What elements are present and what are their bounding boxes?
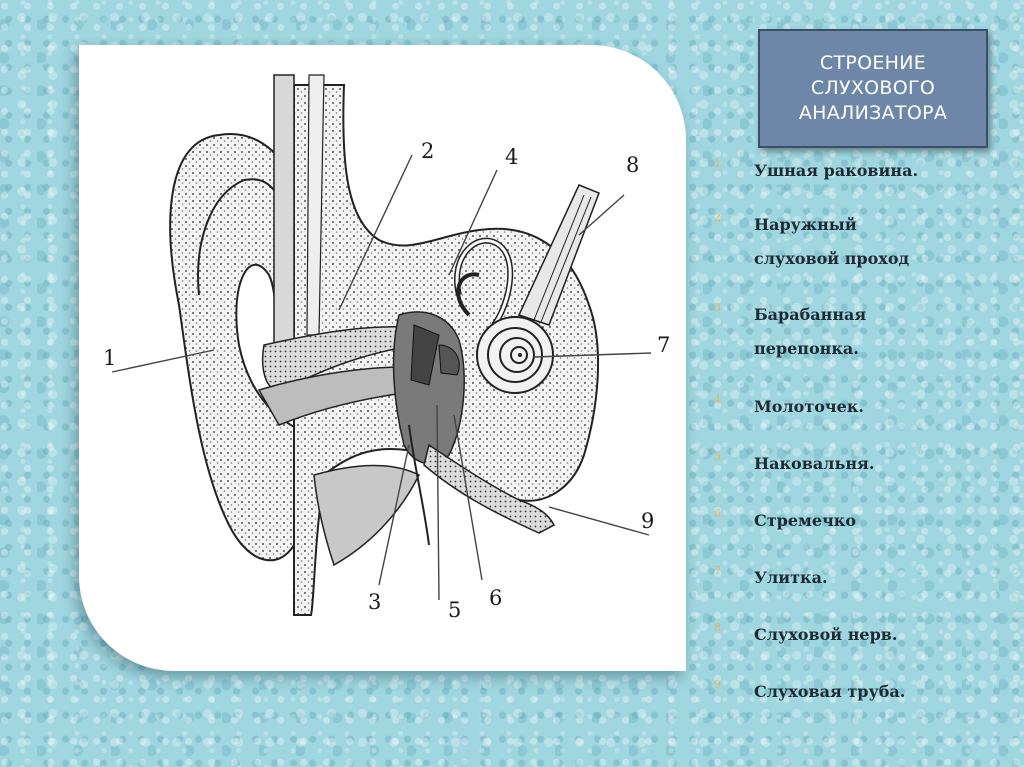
- cochlea: [476, 316, 554, 394]
- legend-number: 6.: [714, 507, 725, 520]
- legend-number: 3.: [714, 301, 725, 314]
- callout-7: 7: [657, 333, 671, 357]
- legend-number: 2.: [714, 211, 725, 224]
- legend-label: Наружный слуховой проход: [754, 215, 910, 268]
- callout-4: 4: [505, 145, 519, 169]
- callout-9: 9: [641, 509, 655, 533]
- callout-5: 5: [448, 598, 462, 622]
- callout-2: 2: [421, 139, 435, 163]
- legend-label: Молоточек.: [754, 397, 864, 416]
- legend-label: Улитка.: [754, 568, 828, 587]
- callout-8: 8: [626, 153, 640, 177]
- legend-number: 5.: [714, 450, 725, 463]
- legend-label: Стремечко: [754, 511, 857, 530]
- legend-label: Слуховой нерв.: [754, 625, 898, 644]
- legend-number: 1.: [714, 157, 725, 170]
- legend-number: 4.: [714, 393, 725, 406]
- callout-3: 3: [368, 590, 382, 614]
- auditory-nerve: [517, 184, 600, 326]
- ear-anatomy-drawing: [111, 74, 652, 616]
- callout-1: 1: [103, 346, 117, 370]
- ear-diagram-panel: 1 2 3 4 5 6 7 8 9: [79, 45, 686, 671]
- legend-number: 7.: [714, 564, 725, 577]
- legend-label: Барабанная перепонка.: [754, 305, 867, 358]
- eustachian-tube: [423, 443, 555, 534]
- legend-label: Наковальня.: [754, 454, 875, 473]
- page-title: СТРОЕНИЕ СЛУХОВОГО АНАЛИЗАТОРА: [798, 52, 948, 124]
- legend-label: Слуховая труба.: [754, 682, 906, 701]
- legend-label: Ушная раковина.: [754, 161, 919, 180]
- title-box: СТРОЕНИЕ СЛУХОВОГО АНАЛИЗАТОРА: [758, 29, 988, 148]
- legend-number: 8.: [714, 621, 725, 634]
- legend-number: 9.: [714, 678, 725, 691]
- leader-lines: [111, 154, 652, 601]
- callout-6: 6: [489, 586, 503, 610]
